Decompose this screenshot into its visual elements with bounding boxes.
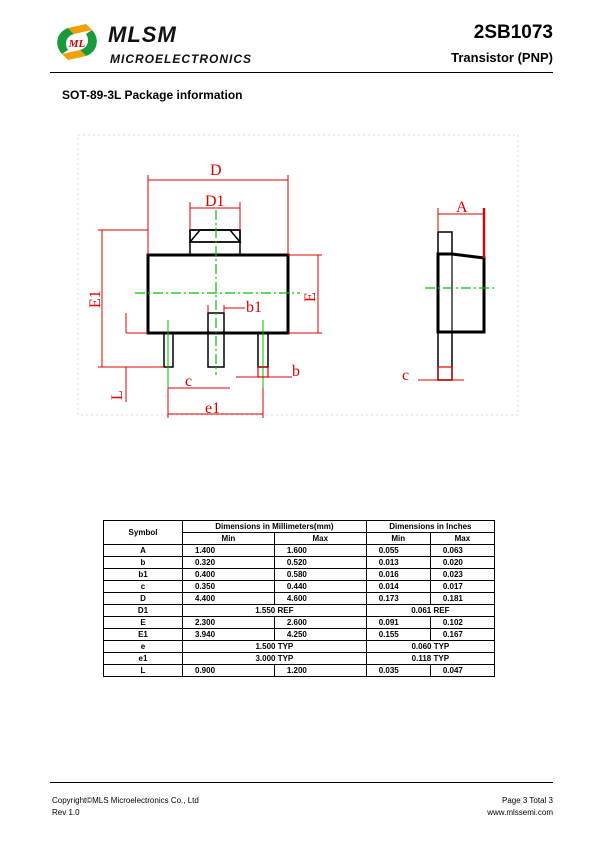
part-type: Transistor (PNP) bbox=[451, 50, 553, 65]
brand-name: MLSM bbox=[108, 22, 177, 47]
part-number: 2SB1073 bbox=[473, 22, 553, 43]
header-in-max: Max bbox=[429, 532, 496, 545]
section-title: SOT-89-3L Package information bbox=[62, 88, 243, 102]
table-cell: 2.600 bbox=[273, 616, 367, 629]
table-cell: 0.440 bbox=[273, 580, 367, 593]
table-cell: L bbox=[103, 664, 183, 677]
table-cell: 0.063 bbox=[429, 544, 496, 557]
table-cell: 0.047 bbox=[429, 664, 496, 677]
table-cell: D1 bbox=[103, 604, 183, 617]
table-cell: 0.020 bbox=[429, 556, 496, 569]
header-mm-min: Min bbox=[182, 532, 275, 545]
label-A: A bbox=[456, 199, 468, 216]
table-cell: b1 bbox=[103, 568, 183, 581]
table-cell: 0.173 bbox=[365, 592, 431, 605]
label-b: b bbox=[292, 363, 300, 380]
table-cell: 0.102 bbox=[429, 616, 496, 629]
table-cell: 0.014 bbox=[365, 580, 431, 593]
table-cell: 0.023 bbox=[429, 568, 496, 581]
table-cell: 1.500 TYP bbox=[182, 640, 367, 653]
header-in-min: Min bbox=[365, 532, 431, 545]
header-symbol: Symbol bbox=[103, 520, 183, 545]
table-cell: 1.200 bbox=[273, 664, 367, 677]
table-cell: 3.000 TYP bbox=[182, 652, 367, 665]
table-cell: 0.017 bbox=[429, 580, 496, 593]
label-c-side: c bbox=[402, 367, 409, 384]
table-cell: 1.550 REF bbox=[182, 604, 367, 617]
side-lead bbox=[437, 331, 453, 381]
header-mm-max: Max bbox=[273, 532, 367, 545]
table-cell: 0.013 bbox=[365, 556, 431, 569]
table-cell: c bbox=[103, 580, 183, 593]
table-cell: 0.155 bbox=[365, 628, 431, 641]
table-cell: 0.055 bbox=[365, 544, 431, 557]
table-cell: 0.035 bbox=[365, 664, 431, 677]
label-E: E bbox=[302, 292, 319, 302]
table-cell: 4.600 bbox=[273, 592, 367, 605]
brand-subtitle: MICROELECTRONICS bbox=[110, 52, 252, 66]
header-divider bbox=[50, 72, 553, 73]
label-L: L bbox=[109, 390, 126, 400]
table-cell: D bbox=[103, 592, 183, 605]
table-cell: 1.600 bbox=[273, 544, 367, 557]
side-tab bbox=[437, 231, 453, 255]
footer-divider bbox=[50, 782, 553, 783]
table-cell: 0.400 bbox=[182, 568, 275, 581]
label-c-front: c bbox=[185, 373, 192, 390]
header-mm: Dimensions in Millimeters(mm) bbox=[182, 520, 367, 533]
table-cell: e bbox=[103, 640, 183, 653]
label-b1: b1 bbox=[246, 299, 262, 316]
table-cell: 0.181 bbox=[429, 592, 496, 605]
table-cell: 0.350 bbox=[182, 580, 275, 593]
package-body bbox=[146, 253, 290, 335]
table-cell: 4.250 bbox=[273, 628, 367, 641]
dimensions-table: Symbol Dimensions in Millimeters(mm) Dim… bbox=[103, 520, 496, 677]
footer-copyright: Copyright©MLS Microelectronics Co., Ltd bbox=[52, 796, 199, 805]
mlsm-logo-icon: ML bbox=[57, 24, 97, 60]
table-cell: 0.091 bbox=[365, 616, 431, 629]
label-e1: e1 bbox=[205, 400, 220, 417]
table-cell: 0.016 bbox=[365, 568, 431, 581]
table-cell: 1.400 bbox=[182, 544, 275, 557]
table-cell: 4.400 bbox=[182, 592, 275, 605]
table-cell: 3.940 bbox=[182, 628, 275, 641]
table-cell: 0.520 bbox=[273, 556, 367, 569]
footer-revision: Rev 1.0 bbox=[52, 808, 80, 817]
table-cell: 0.118 TYP bbox=[365, 652, 496, 665]
table-cell: 0.061 REF bbox=[365, 604, 496, 617]
table-cell: E1 bbox=[103, 628, 183, 641]
footer-page: Page 3 Total 3 bbox=[501, 796, 553, 805]
table-cell: 0.167 bbox=[429, 628, 496, 641]
table-cell: A bbox=[103, 544, 183, 557]
table-cell: 0.900 bbox=[182, 664, 275, 677]
header-inch: Dimensions in Inches bbox=[365, 520, 496, 533]
label-E1: E1 bbox=[87, 290, 104, 308]
footer-website: www.mlssemi.com bbox=[487, 808, 553, 817]
table-cell: 0.580 bbox=[273, 568, 367, 581]
table-cell: 0.320 bbox=[182, 556, 275, 569]
table-cell: 0.060 TYP bbox=[365, 640, 496, 653]
package-drawing: D D1 E1 E b1 L b c bbox=[77, 134, 519, 418]
table-cell: e1 bbox=[103, 652, 183, 665]
label-D1: D1 bbox=[205, 193, 225, 210]
table-cell: E bbox=[103, 616, 183, 629]
table-cell: b bbox=[103, 556, 183, 569]
label-D: D bbox=[210, 162, 222, 179]
side-body bbox=[436, 252, 486, 334]
table-cell: 2.300 bbox=[182, 616, 275, 629]
logo-text: ML bbox=[68, 38, 86, 50]
